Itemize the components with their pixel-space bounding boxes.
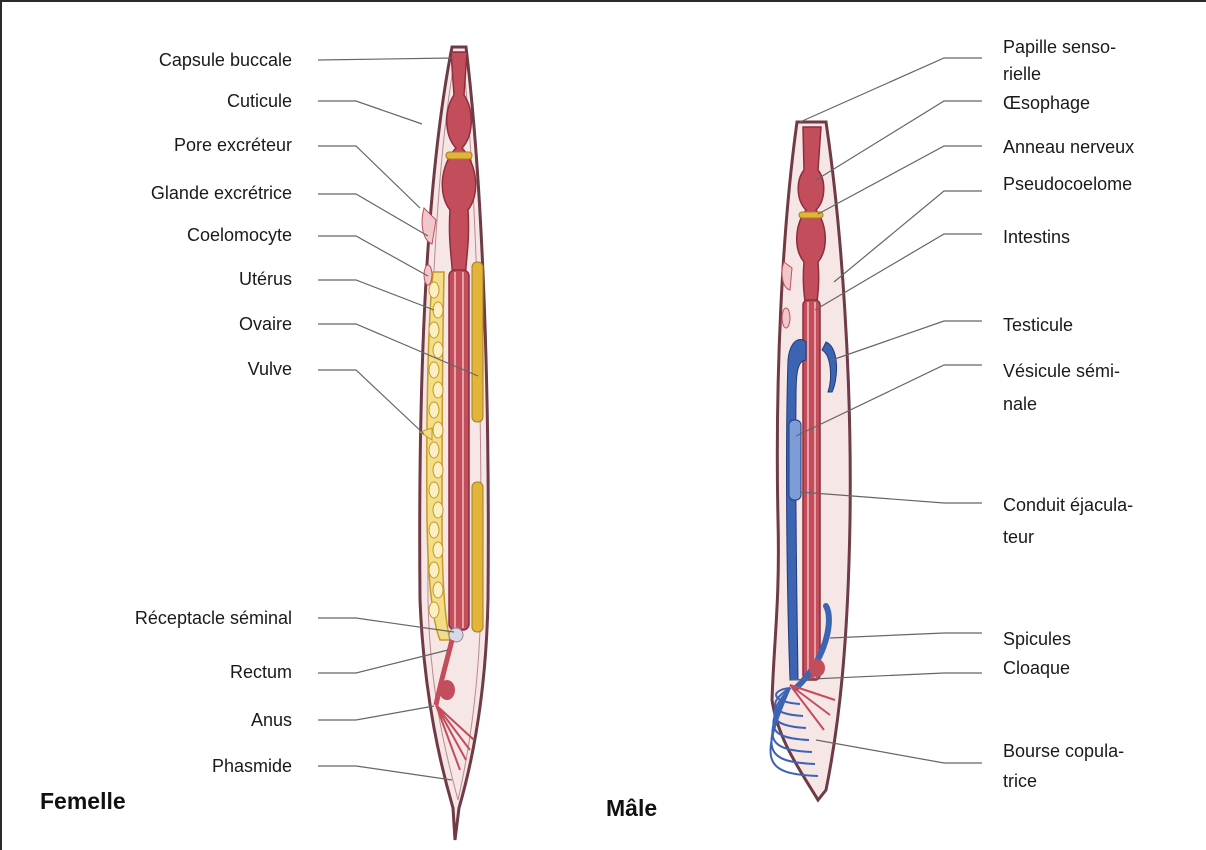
label-bourse-line1: Bourse copula- — [1003, 738, 1124, 764]
label-cloaque: Cloaque — [1003, 655, 1070, 681]
label-pore-excreteur: Pore excréteur — [174, 132, 292, 158]
label-oesophage: Œsophage — [1003, 90, 1090, 116]
egg — [433, 542, 443, 558]
leader-oesophage — [816, 101, 982, 180]
egg — [429, 482, 439, 498]
egg — [429, 322, 439, 338]
egg — [429, 402, 439, 418]
leader-capsule-buccale — [318, 58, 452, 60]
egg — [429, 442, 439, 458]
leader-cuticule — [318, 101, 422, 124]
egg — [433, 382, 443, 398]
egg — [433, 502, 443, 518]
egg — [433, 582, 443, 598]
egg — [429, 522, 439, 538]
leader-anneau — [818, 146, 982, 214]
leader-uterus — [318, 280, 434, 310]
label-uterus: Utérus — [239, 266, 292, 292]
label-bourse-line2: trice — [1003, 768, 1037, 794]
egg — [429, 562, 439, 578]
male-coelomocyte — [782, 308, 790, 328]
female-anterior-ovary — [472, 262, 483, 422]
label-vulve: Vulve — [248, 356, 292, 382]
female-worm — [420, 47, 489, 840]
label-papille-line2: rielle — [1003, 61, 1041, 87]
label-pseudocoelome: Pseudocoelome — [1003, 171, 1132, 197]
label-receptacle-seminal: Réceptacle séminal — [135, 605, 292, 631]
leader-papille — [800, 58, 982, 122]
label-rectum: Rectum — [230, 659, 292, 685]
egg — [433, 422, 443, 438]
label-intestins: Intestins — [1003, 224, 1070, 250]
label-testicule: Testicule — [1003, 312, 1073, 338]
leader-coelomocyte — [318, 236, 428, 276]
label-coelomocyte: Coelomocyte — [187, 222, 292, 248]
label-capsule-buccale: Capsule buccale — [159, 47, 292, 73]
label-vesicule-line2: nale — [1003, 391, 1037, 417]
male-cloaca — [809, 659, 825, 677]
egg — [429, 362, 439, 378]
label-anus: Anus — [251, 707, 292, 733]
male-seminal-vesicle — [789, 420, 801, 500]
egg — [429, 282, 439, 298]
label-conduit-line2: teur — [1003, 524, 1034, 550]
leader-bourse — [816, 740, 982, 763]
title-male: Mâle — [606, 795, 657, 822]
label-anneau-nerveux: Anneau nerveux — [1003, 134, 1134, 160]
label-vesicule-line1: Vésicule sémi- — [1003, 358, 1120, 384]
title-female: Femelle — [40, 788, 126, 815]
label-papille-line1: Papille senso- — [1003, 34, 1116, 60]
label-glande-excretrice: Glande excrétrice — [151, 180, 292, 206]
leader-pseudocoelome — [834, 191, 982, 282]
leader-vulve — [318, 370, 424, 434]
leader-lines — [318, 58, 982, 780]
label-spicules: Spicules — [1003, 626, 1071, 652]
leader-anus — [318, 706, 434, 720]
egg — [433, 342, 443, 358]
label-cuticule: Cuticule — [227, 88, 292, 114]
female-nerve-ring — [446, 152, 472, 159]
egg — [433, 302, 443, 318]
female-posterior-ovary — [472, 482, 483, 632]
leader-testicule — [832, 321, 982, 360]
label-conduit-line1: Conduit éjacula- — [1003, 492, 1133, 518]
leader-spicules — [830, 633, 982, 638]
male-worm — [770, 122, 850, 800]
egg — [433, 462, 443, 478]
label-phasmide: Phasmide — [212, 753, 292, 779]
female-intestine — [449, 270, 469, 630]
egg — [429, 602, 439, 618]
label-ovaire: Ovaire — [239, 311, 292, 337]
leader-phasmide — [318, 766, 452, 780]
leader-pore-excreteur — [318, 146, 420, 208]
